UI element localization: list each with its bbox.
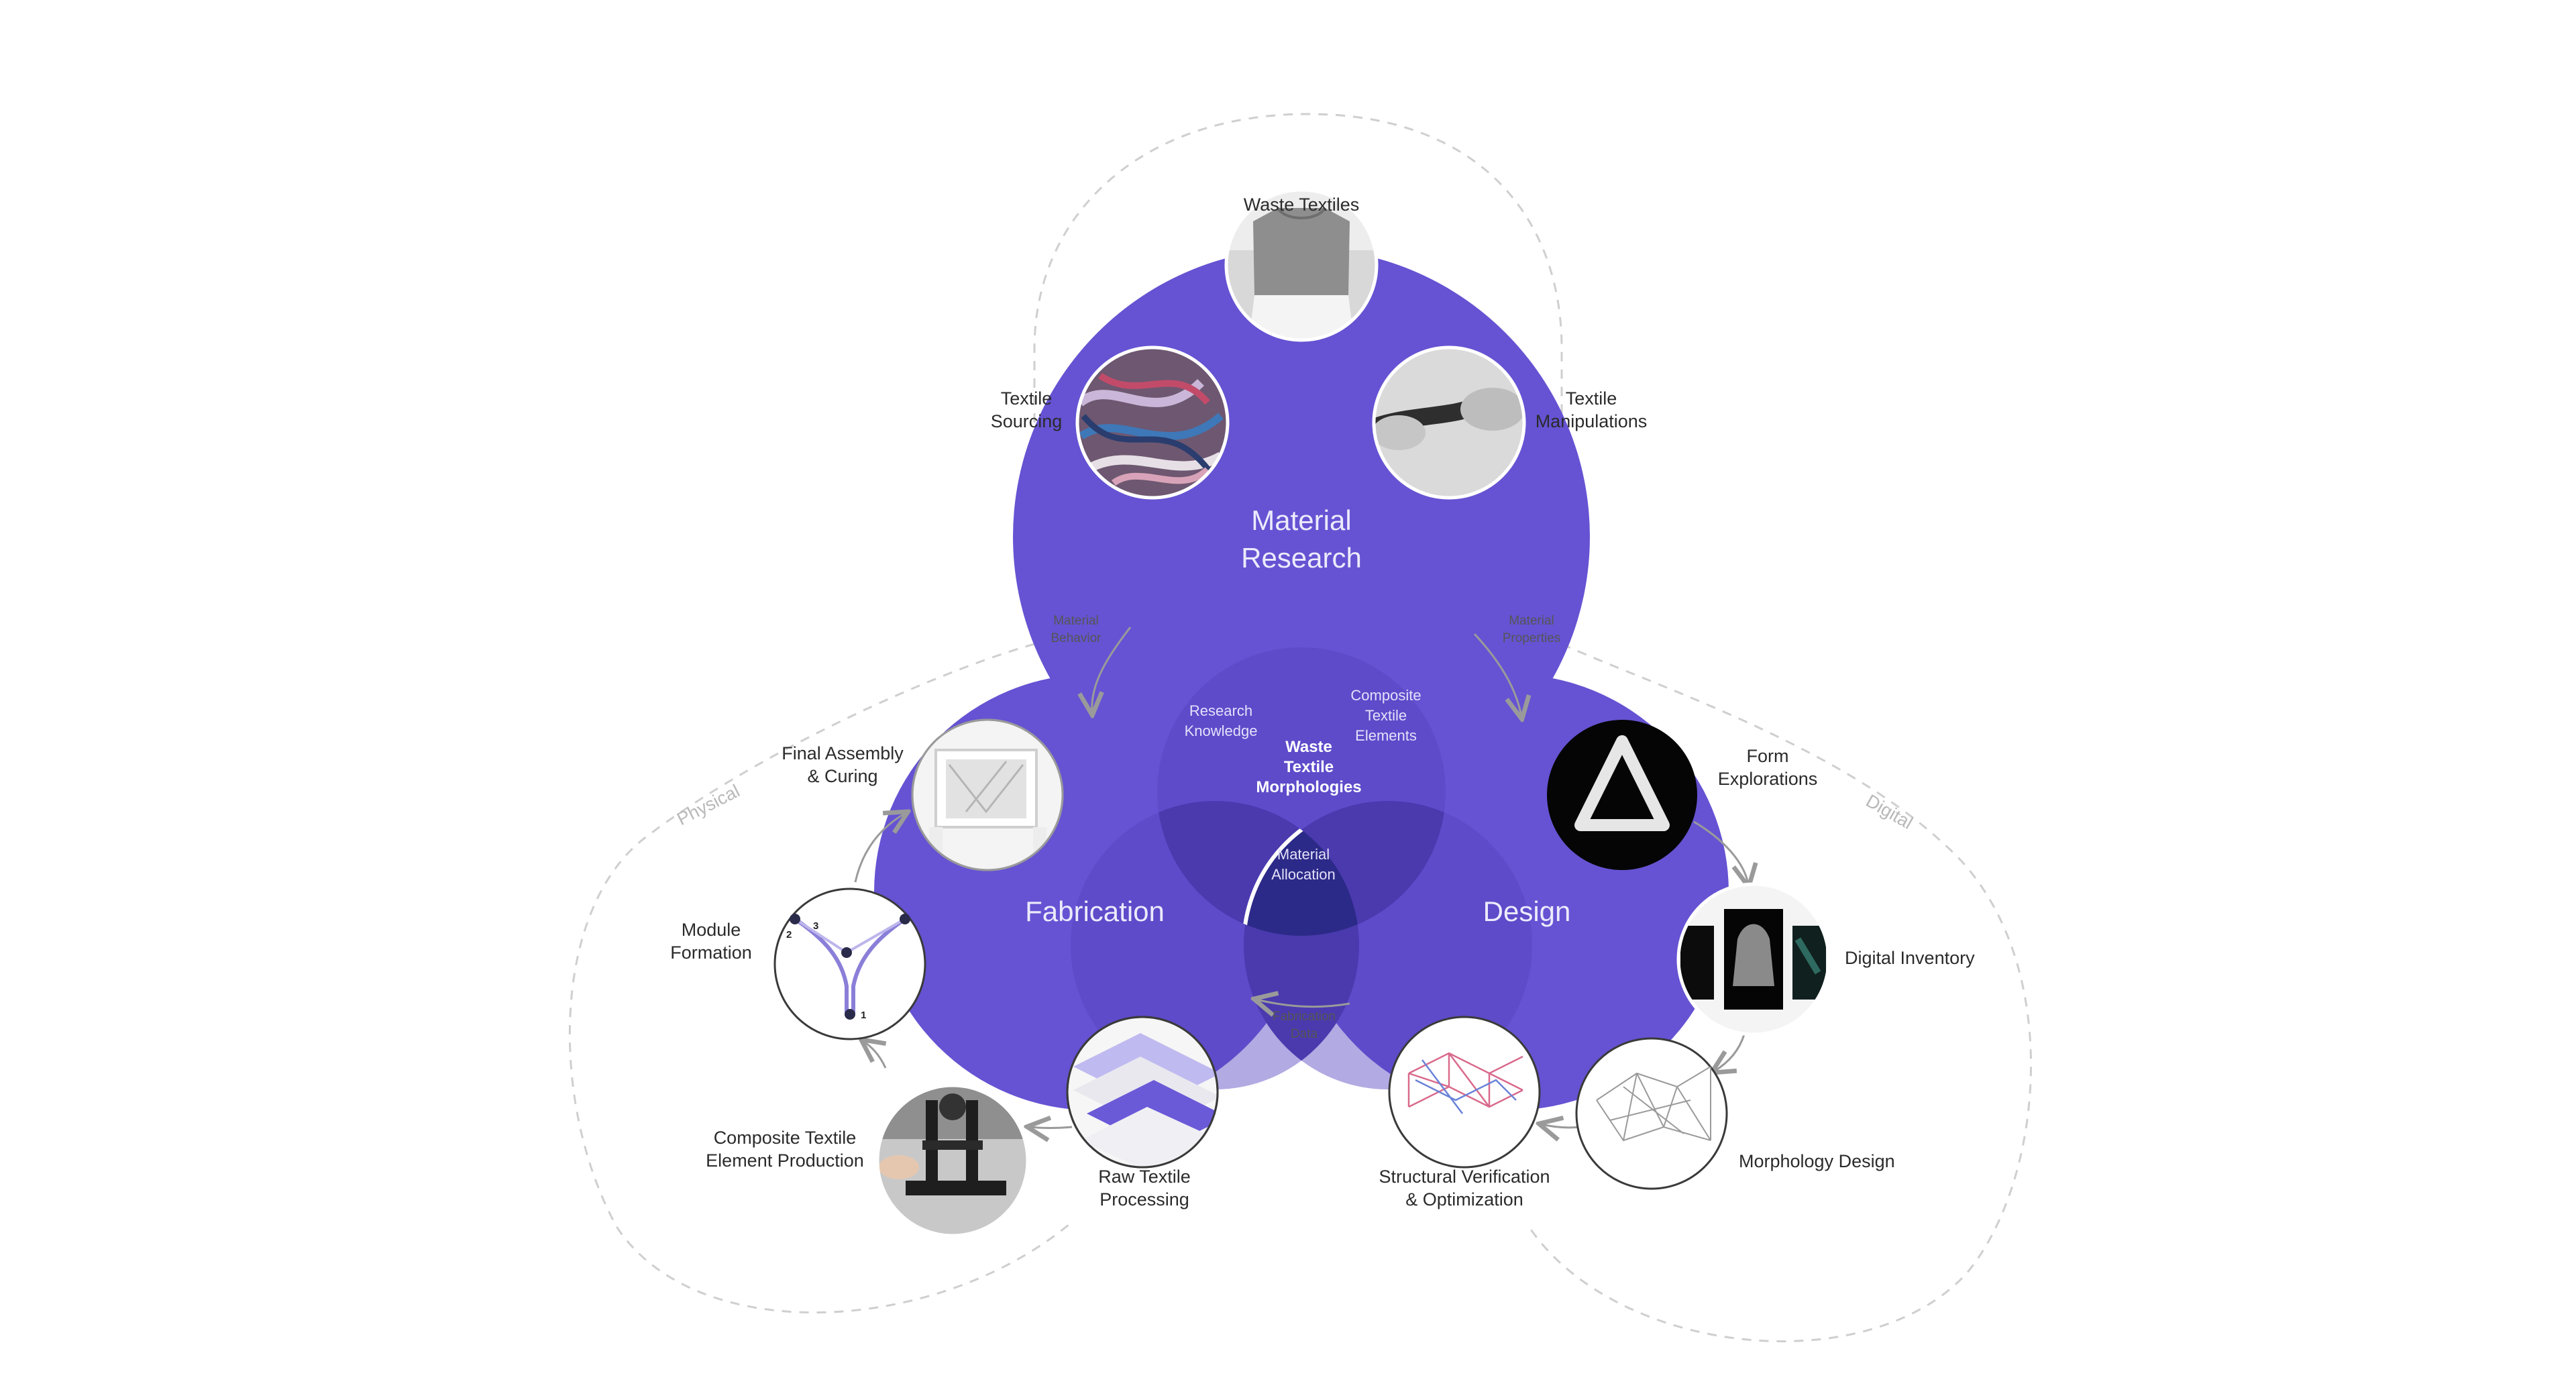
physical-zone-outline [568, 643, 1074, 1313]
arrow-inventory-to-morphology [1714, 1034, 1746, 1071]
digital-zone-label: Digital [1863, 790, 1917, 832]
tshirt-photo-icon [1224, 188, 1379, 342]
framed-panel-photo-icon [911, 718, 1064, 871]
hands-twisting-photo-icon [1372, 345, 1526, 500]
material-zone-outline [1033, 113, 1563, 510]
arrow-forms-to-inventory [1693, 820, 1748, 884]
truss-analysis-icon [1388, 1016, 1541, 1169]
material-behavior-arrow [1092, 627, 1132, 712]
machine-photo-icon [875, 1083, 1030, 1238]
module-sketch-icon: 1 2 3 [773, 888, 926, 1040]
arrow-module-to-assembly [854, 813, 906, 883]
material-properties-arrow [1473, 633, 1521, 716]
waste-textiles-label: Waste Textiles [1244, 195, 1360, 215]
module-number-2: 2 [786, 929, 792, 940]
physical-zone-label: Physical [674, 781, 743, 829]
arrow-morphology-to-structural [1542, 1124, 1580, 1128]
textile-pile-photo-icon [1075, 345, 1230, 500]
final-assembly-label: Final Assembly& Curing [782, 743, 904, 786]
arrow-processing-to-production [1030, 1127, 1073, 1128]
fabrication-data-arrow [1256, 1000, 1350, 1007]
design-label: Design [1483, 896, 1571, 927]
digital-zone-outline [1528, 643, 2032, 1342]
digital-inventory-label: Digital Inventory [1845, 948, 1975, 968]
module-number-3: 3 [813, 920, 818, 932]
structural-verification-label: Structural Verification& Optimization [1379, 1167, 1550, 1209]
overlap-region [1071, 647, 1532, 1089]
process-arrows [854, 813, 1748, 1128]
scan-grid-icon [1676, 882, 1831, 1036]
wireframe-mesh-icon [1575, 1037, 1728, 1190]
fabrication-label: Fabrication [1025, 896, 1165, 927]
triangle-form-photo-icon [1547, 720, 1697, 870]
module-number-1: 1 [861, 1010, 866, 1021]
arrow-production-to-module [863, 1041, 887, 1069]
morphology-design-label: Morphology Design [1739, 1151, 1895, 1171]
